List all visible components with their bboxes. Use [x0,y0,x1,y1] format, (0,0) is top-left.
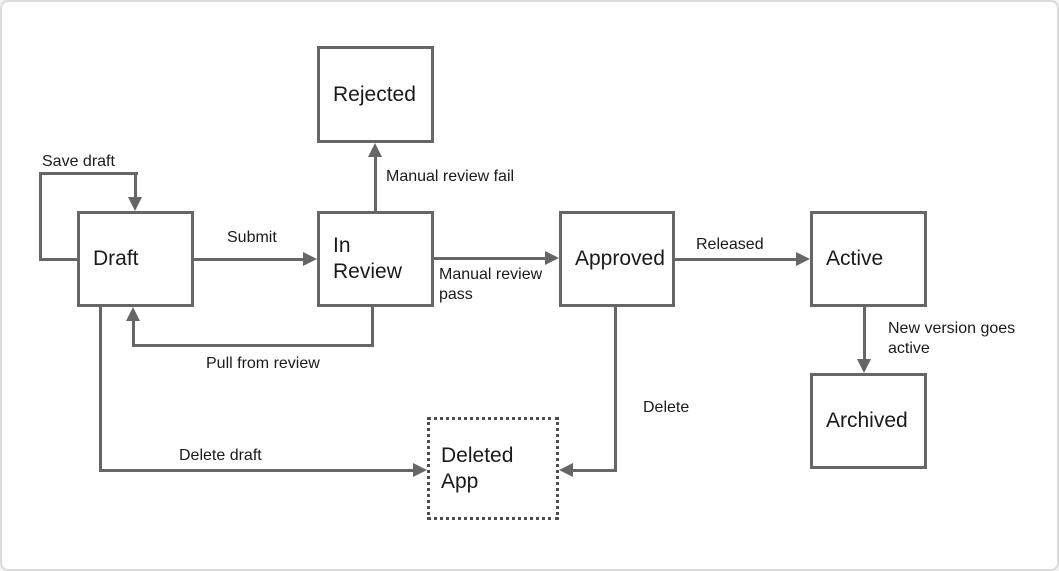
arrowhead-icon [128,197,142,211]
edge-submit-label: Submit [227,229,277,246]
edge-save-draft-line [39,172,42,261]
edge-new-version-goes-active-label: New version goes active [888,320,1016,357]
arrowhead-icon [413,463,427,477]
arrowhead-icon [559,463,573,477]
edge-pull-from-review-label: Pull from review [206,355,320,372]
edge-delete-line [614,307,617,472]
edge-save-draft-line [134,172,137,198]
edge-submit-line [194,258,304,261]
edge-save-draft-line [39,258,77,261]
arrowhead-icon [796,252,810,266]
edge-delete-draft-line [99,307,102,472]
state-deleted-app-label: Deleted App [441,443,514,493]
edge-delete-draft-label: Delete draft [179,447,262,464]
arrowhead-icon [303,252,317,266]
state-archived-label: Archived [826,409,908,432]
state-approved-label: Approved [575,247,665,270]
edge-manual-review-fail-line [374,157,377,211]
state-in-review: In Review [317,211,434,307]
edge-manual-review-pass-label: Manual review pass [439,266,543,303]
state-draft-label: Draft [93,247,139,270]
edge-save-draft-line [39,172,138,175]
arrowhead-icon [368,143,382,157]
arrowhead-icon [545,251,559,265]
state-approved: Approved [559,211,675,307]
edge-manual-review-pass-line [434,257,545,260]
arrowhead-icon [857,359,871,373]
edge-delete-label: Delete [643,399,690,416]
edge-released-label: Released [696,236,764,253]
state-draft: Draft [77,211,194,307]
state-deleted-app: Deleted App [427,417,559,520]
state-in-review-label: In Review [333,234,402,283]
edge-pull-from-review-line [132,344,374,347]
edge-new-version-goes-active-line [863,307,866,359]
edge-manual-review-fail-label: Manual review fail [386,168,515,185]
state-rejected: Rejected [317,46,434,143]
state-active-label: Active [826,247,884,270]
edge-delete-line [573,469,617,472]
edge-pull-from-review-line [132,320,135,347]
edge-save-draft-label: Save draft [42,153,115,170]
state-archived: Archived [810,373,927,469]
edge-released-line [675,258,796,261]
state-active: Active [810,211,927,307]
state-rejected-label: Rejected [333,82,416,106]
edge-delete-draft-line [99,469,413,472]
arrowhead-icon [126,307,140,321]
edge-pull-from-review-line [371,307,374,347]
